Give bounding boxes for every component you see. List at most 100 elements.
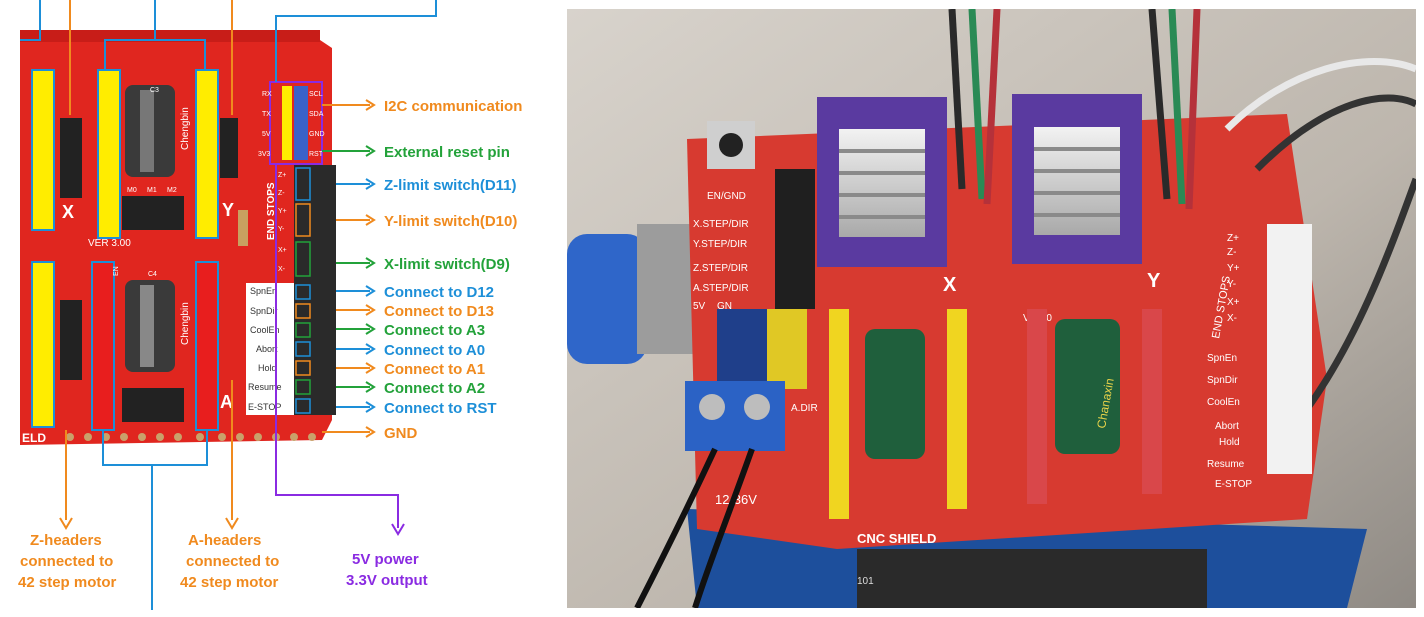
y-header xyxy=(195,69,219,239)
white-header-block xyxy=(1267,224,1312,474)
pin-highlight-boxes xyxy=(295,167,311,414)
pin-header-5 xyxy=(122,388,184,422)
axis-y-photo: Y xyxy=(1147,270,1161,292)
terminal-screw-1 xyxy=(699,394,725,420)
x-header-left xyxy=(31,69,55,231)
power-cable-2 xyxy=(692,447,755,608)
z-headers-line1: Z-headers xyxy=(30,532,102,549)
top-bracket-lines xyxy=(20,0,437,115)
pin-hold: Hold xyxy=(258,363,277,373)
silk-right-resume: Resume xyxy=(1207,459,1245,470)
a-header-right xyxy=(195,261,219,431)
photo-left-silk: EN/GND X.STEP/DIR Y.STEP/DIR Z.STEP/DIR … xyxy=(693,191,749,312)
cnc-shield-pinout-diagram: Chengbin Chengbin C3 C4 VER 3.00 Y X A M… xyxy=(18,0,522,610)
pin-header-3 xyxy=(122,196,184,230)
label-x-limit: X-limit switch(D9) xyxy=(384,256,510,273)
silk-right-zp: Z+ xyxy=(1227,233,1239,244)
reset-button-cap[interactable] xyxy=(719,133,743,157)
pin-y-minus: Y- xyxy=(278,226,285,233)
i2c-3v3: 3V3 xyxy=(258,151,271,158)
box-d13 xyxy=(295,303,311,319)
microstep-m1: M1 xyxy=(147,187,157,194)
cap-c4-label: C4 xyxy=(148,271,157,278)
capacitor-brand-2: Chengbin xyxy=(180,302,191,345)
silk-right-yp: Y+ xyxy=(1227,263,1240,274)
box-y xyxy=(295,203,311,237)
pin-header-2 xyxy=(220,118,238,178)
silk-right-spnen: SpnEn xyxy=(1207,353,1237,364)
z-headers-line3: 42 step motor xyxy=(18,574,117,591)
axis-y-label: Y xyxy=(222,200,234,220)
stepper-wires xyxy=(948,9,1416,412)
power-terminal xyxy=(685,381,785,451)
pin-z-minus: Z- xyxy=(278,190,285,197)
board-top-edge xyxy=(20,30,320,42)
i2c-5v: 5V xyxy=(262,131,271,138)
silk-y-step: Y.STEP/DIR xyxy=(693,239,747,250)
axis-a-label: A xyxy=(220,392,233,412)
i2c-pin-block xyxy=(269,81,323,165)
microstep-m0: M0 xyxy=(127,187,137,194)
limit-pin-labels: Z+ Z- Y+ Y- X+ X- xyxy=(278,172,287,273)
label-a1: Connect to A1 xyxy=(384,361,485,378)
label-reset: External reset pin xyxy=(384,144,510,161)
capacitor-brand: Chengbin xyxy=(180,107,191,150)
resistor xyxy=(238,210,248,246)
version-label: VER 3.00 xyxy=(88,238,131,249)
microstep-m2: M2 xyxy=(167,187,177,194)
silk-right-zm: Z- xyxy=(1227,247,1236,258)
silk-right-ym: Y- xyxy=(1227,279,1236,290)
a-headers-line2: connected to xyxy=(186,553,279,570)
label-a3: Connect to A3 xyxy=(384,322,485,339)
pins-block-yellow xyxy=(767,309,807,389)
i2c-scl: SCL xyxy=(309,91,323,98)
end-stops-label: END STOPS xyxy=(266,182,277,240)
capacitor-photo-2 xyxy=(1055,319,1120,454)
bottom-labels: Z-headers connected to 42 step motor A-h… xyxy=(18,532,428,591)
driver-y-heatsink xyxy=(1034,127,1120,235)
pins-block-black xyxy=(775,169,815,309)
silk-right-hold: Hold xyxy=(1219,437,1240,448)
pin-estop: E-STOP xyxy=(248,402,281,412)
axis-x-photo: X xyxy=(943,274,957,296)
pin-y-plus: Y+ xyxy=(278,208,287,215)
bottom-pin-holes xyxy=(66,433,316,441)
silk-right-coolen: CoolEn xyxy=(1207,397,1240,408)
z-header-yellow xyxy=(31,261,55,428)
capacitor-c4-shine xyxy=(140,285,154,367)
i2c-blue-pins xyxy=(294,86,308,160)
axis-x-label: X xyxy=(62,202,74,222)
power-line1: 5V power xyxy=(352,551,419,568)
i2c-gnd: GND xyxy=(309,131,325,138)
ctrl-pin-labels: SpnEn SpnDir CoolEn Abort Hold Resume E-… xyxy=(248,286,282,412)
board-name: CNC SHIELD xyxy=(857,531,936,546)
silk-right-abort: Abort xyxy=(1215,421,1239,432)
label-rst: Connect to RST xyxy=(384,400,497,417)
pin-coolen: CoolEn xyxy=(250,325,280,335)
silk-right-spndir: SpnDir xyxy=(1207,375,1238,386)
silk-5v: 5V xyxy=(693,301,706,312)
ctrl-label-bg xyxy=(246,283,294,415)
capacitor-photo-1 xyxy=(865,329,925,459)
pin-header-4 xyxy=(60,300,82,380)
adir-photo: A.DIR xyxy=(791,403,818,414)
i2c-yellow-pins xyxy=(282,86,292,160)
pins-block-blue xyxy=(717,309,767,389)
power-cable-1 xyxy=(634,447,718,608)
pin-spnen: SpnEn xyxy=(250,286,277,296)
right-labels: I2C communication External reset pin Z-l… xyxy=(384,98,522,442)
label-z-limit: Z-limit switch(D11) xyxy=(384,177,517,194)
z-headers-line2: connected to xyxy=(20,553,113,570)
a-headers-line3: 42 step motor xyxy=(180,574,279,591)
silk-x-step: X.STEP/DIR xyxy=(693,219,749,230)
label-d13: Connect to D13 xyxy=(384,303,494,320)
cnc-shield-photo: 101 EN/GND X.STEP/DIR Y.STEP/DIR Z.STEP/… xyxy=(567,9,1416,608)
label-a0: Connect to A0 xyxy=(384,342,485,359)
i2c-sda: SDA xyxy=(309,111,324,118)
cap-c3-label: C3 xyxy=(150,87,159,94)
chip-label: 101 xyxy=(857,576,874,587)
driver-x-heatsink xyxy=(839,129,925,237)
pin-header-1 xyxy=(60,118,82,198)
capacitor-c3-shine xyxy=(140,90,154,172)
box-a1 xyxy=(295,360,311,376)
